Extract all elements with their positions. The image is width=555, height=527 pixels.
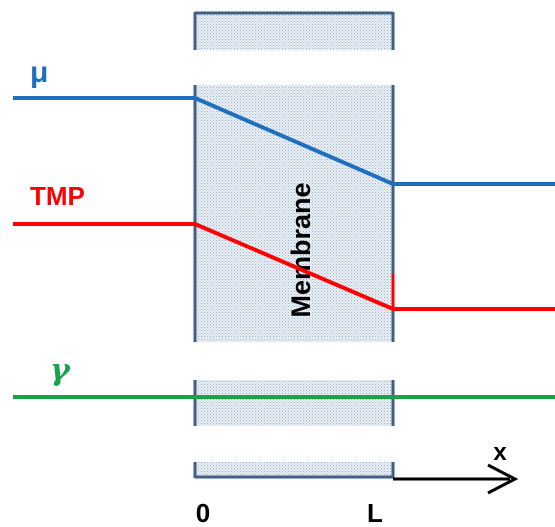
mu-label: μ [30, 56, 48, 89]
membrane-top-segment [195, 12, 393, 50]
x-axis-start-label: 0 [196, 498, 210, 527]
x-axis-arrowhead [487, 463, 519, 495]
membrane-label: Membrane [286, 182, 316, 317]
tmp-profile-line [13, 222, 555, 311]
x-axis-variable-label: x [493, 439, 507, 466]
membrane-lower-segment [195, 380, 393, 426]
x-axis-end-label: L [367, 498, 383, 527]
membrane-main-segment [195, 85, 393, 342]
membrane: Membrane [193, 11, 395, 479]
tmp-label: TMP [30, 181, 85, 211]
mu-profile-line [13, 96, 555, 186]
x-axis: x 0 L [196, 439, 519, 527]
gamma-label: γ [50, 353, 71, 388]
membrane-bottom-segment [195, 462, 393, 478]
